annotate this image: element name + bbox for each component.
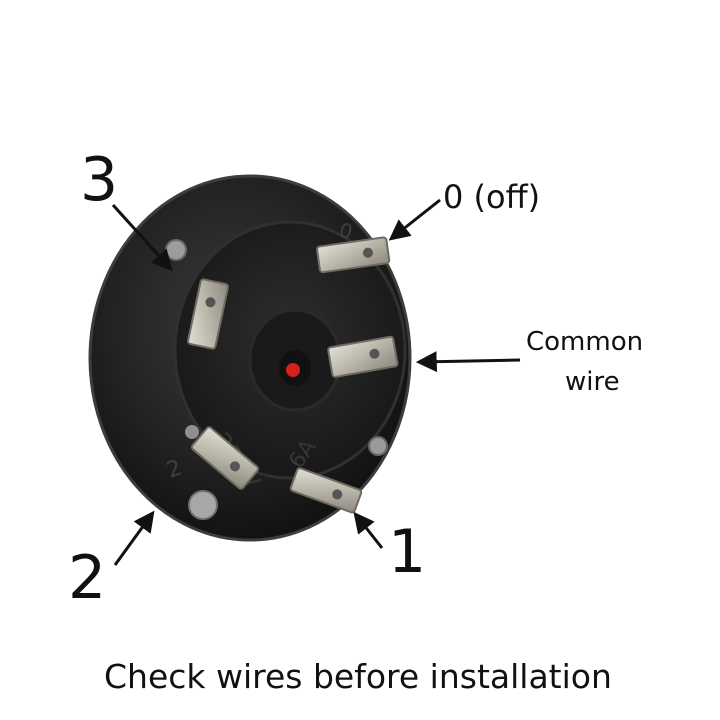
indicator-dot: [286, 363, 300, 377]
arrow-terminal-0: [388, 198, 441, 241]
label-terminal-0: 0 (off): [443, 178, 540, 216]
body-marking-zero: 0: [337, 218, 356, 244]
label-terminal-2: 2: [68, 543, 106, 613]
arrow-terminal-2: [113, 510, 155, 566]
arrow-icon: [111, 198, 521, 566]
caption-text: Check wires before installation: [104, 657, 612, 696]
arrow-common: [415, 351, 521, 373]
arrow-terminal-3: [111, 203, 173, 272]
label-terminal-1: 1: [388, 517, 426, 587]
label-terminal-3: 3: [80, 145, 118, 215]
arrow-terminal-1: [353, 511, 384, 549]
spade-terminal-icon: [187, 236, 399, 514]
label-common-line2: wire: [565, 367, 620, 397]
label-common-line1: Common: [526, 327, 643, 357]
